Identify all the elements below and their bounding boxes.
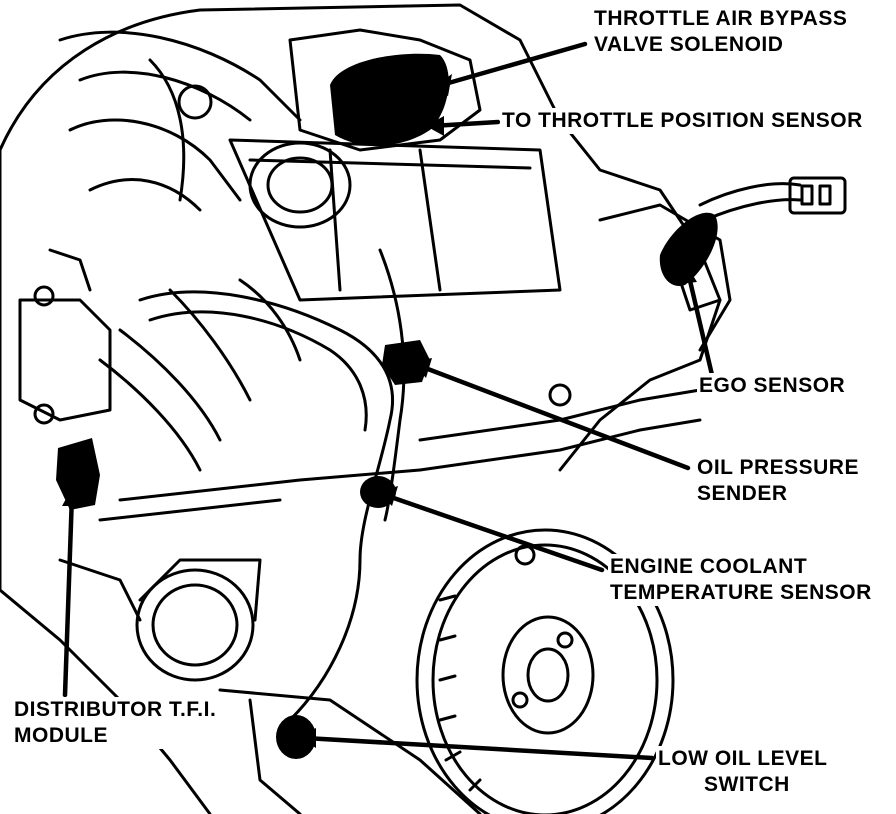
oil-pressure-sender-label: OIL PRESSURE SENDER: [695, 455, 861, 507]
throttle-position-sensor-label: TO THROTTLE POSITION SENSOR: [500, 108, 865, 134]
engine-coolant-temperature-sensor-label: ENGINE COOLANT TEMPERATURE SENSOR: [608, 554, 874, 606]
distributor-tfi-module-label: DISTRIBUTOR T.F.I. MODULE: [12, 697, 219, 749]
low-oil-level-switch-label: LOW OIL LEVEL SWITCH: [656, 746, 830, 798]
ego-sensor-label: EGO SENSOR: [697, 373, 848, 399]
throttle-air-bypass-valve-solenoid-label: THROTTLE AIR BYPASS VALVE SOLENOID: [592, 6, 850, 58]
